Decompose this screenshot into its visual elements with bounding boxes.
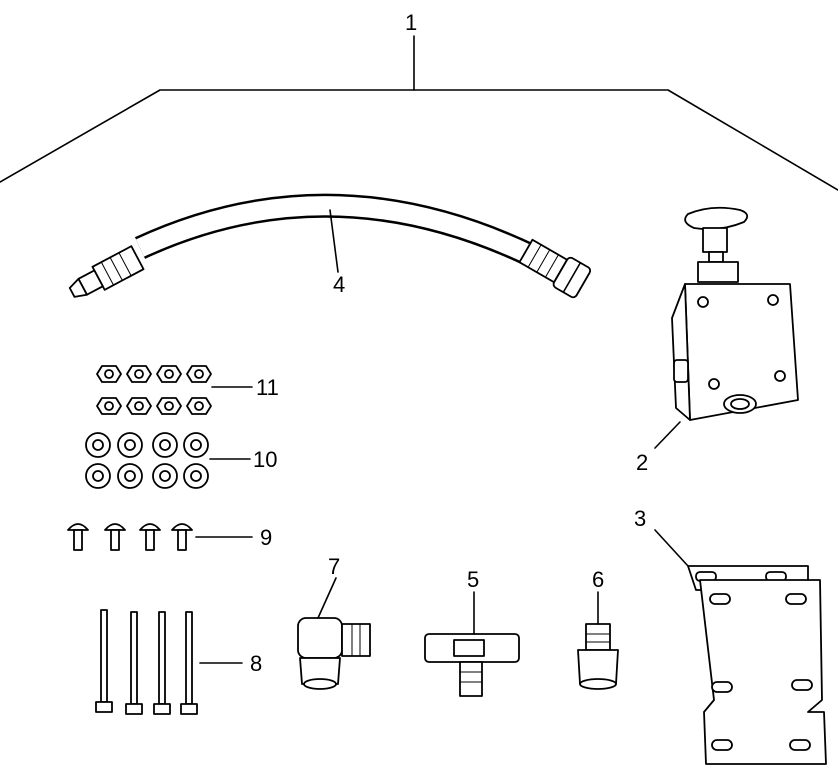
kit-bracket: [0, 35, 838, 191]
hose-assembly: [68, 193, 592, 299]
mounting-bracket: [654, 529, 827, 765]
callout-4: 4: [333, 272, 345, 297]
washers-group: [85, 432, 251, 489]
short-bolts-group: [67, 523, 253, 551]
callout-2: 2: [636, 450, 648, 475]
long-bolts-group: [95, 609, 243, 715]
callout-8: 8: [250, 651, 262, 676]
tee-fitting: [424, 591, 520, 697]
callout-11: 11: [256, 375, 279, 400]
callout-1: 1: [405, 10, 417, 35]
callout-9: 9: [260, 525, 272, 550]
callout-3: 3: [634, 506, 646, 531]
elbow-fitting: [297, 577, 371, 690]
adapter-fitting: [577, 591, 619, 690]
callout-6: 6: [592, 567, 604, 592]
callout-5: 5: [467, 567, 479, 592]
nuts-group: [96, 365, 253, 415]
callout-10: 10: [253, 447, 277, 472]
control-valve: [654, 206, 799, 449]
callout-7: 7: [328, 554, 340, 579]
